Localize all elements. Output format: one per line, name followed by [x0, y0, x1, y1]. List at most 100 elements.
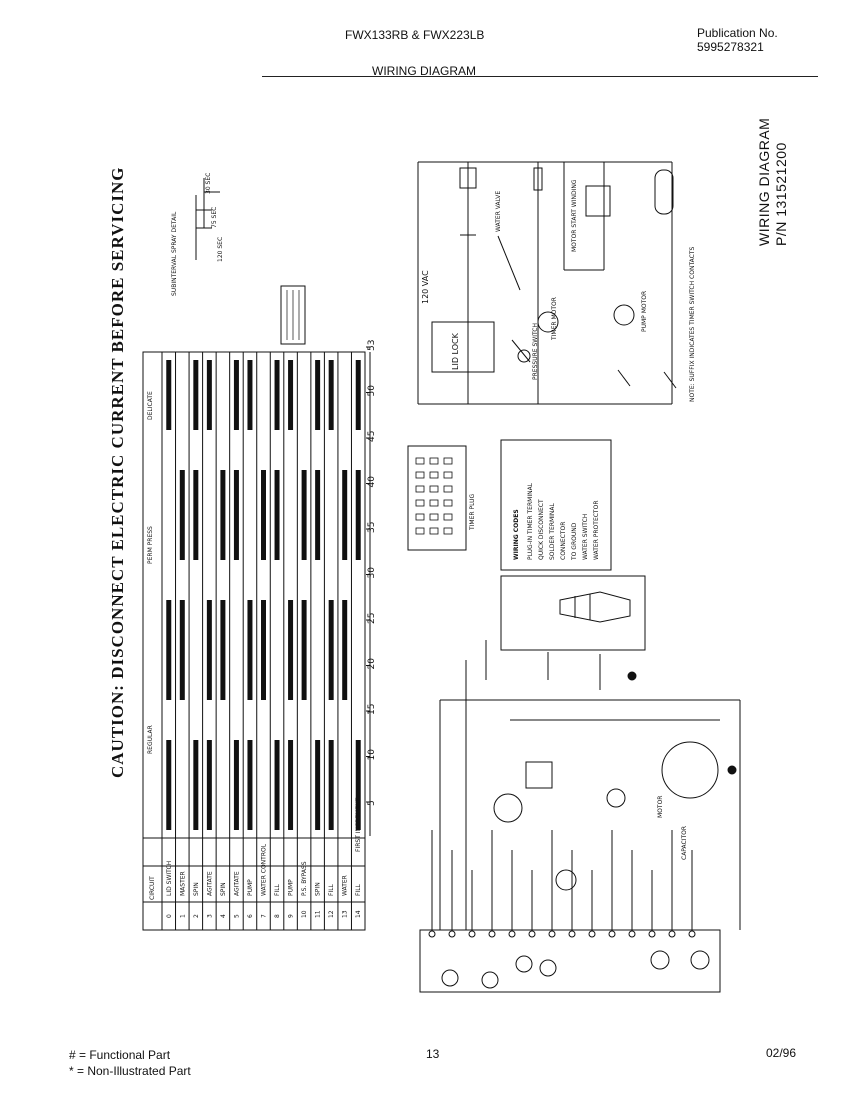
- increment-label: 25: [367, 613, 377, 624]
- first-increment: FIRST INCREMENT: [355, 797, 362, 852]
- increment-label: 30: [367, 567, 377, 579]
- plug-pin: [415, 457, 425, 465]
- chart-row-circuit: FILL: [274, 883, 281, 896]
- chart-phase-header: REGULAR: [147, 725, 154, 754]
- chart-row-number: 11: [315, 910, 322, 918]
- plug-pin: [443, 513, 453, 521]
- chart-row-number: 12: [328, 910, 335, 918]
- chart-row-number: 5: [233, 914, 240, 918]
- pump-motor-label: PUMP MOTOR: [641, 291, 648, 332]
- chart-row-circuit: LID SWITCH: [166, 861, 173, 896]
- connector-detail-box: [500, 575, 646, 651]
- timer-plug: [407, 445, 467, 551]
- terminal-post: [608, 930, 616, 938]
- terminal-post: [488, 930, 496, 938]
- plug-pin: [415, 499, 425, 507]
- socket-legend-box: [280, 285, 306, 345]
- chart-row-circuit: P.S. BYPASS: [301, 861, 308, 896]
- pictorial-wiring: [419, 640, 741, 993]
- connector-sketch: [559, 591, 631, 623]
- chart-row-circuit: PUMP: [247, 879, 254, 896]
- plug-pin: [429, 485, 439, 493]
- wiring-code-item: WATER PROTECTOR: [593, 501, 600, 561]
- chart-row-circuit: MASTER: [179, 871, 186, 896]
- header-rule: [262, 76, 818, 77]
- timer-motor-pictorial: [555, 869, 577, 891]
- wiring-code-item: PLUG-IN TIMER TERMINAL: [527, 482, 534, 560]
- increment-label: 5: [367, 800, 377, 806]
- terminal-post: [628, 930, 636, 938]
- chart-row-number: 4: [220, 914, 227, 918]
- terminal-post: [668, 930, 676, 938]
- plug-pin: [443, 485, 453, 493]
- chart-row-number: 7: [261, 914, 268, 918]
- drive-motor-pictorial: [661, 741, 719, 799]
- spray-time-label: 75 SEC: [211, 207, 218, 228]
- spray-detail: [195, 178, 220, 260]
- wiring-code-item: CONNECTOR: [560, 522, 567, 560]
- timer-motor-label: TIMER MOTOR: [551, 297, 558, 341]
- chart-row-number: 3: [206, 914, 213, 918]
- water-valve-pictorial: [525, 761, 553, 789]
- plug-pin: [415, 527, 425, 535]
- chart-row-number: 0: [166, 914, 173, 918]
- plug-pin: [443, 471, 453, 479]
- chart-row-circuit: PUMP: [288, 879, 295, 896]
- chart-row-circuit: AGITATE: [233, 871, 240, 896]
- plug-pin: [429, 513, 439, 521]
- legend-nonillustrated: * = Non-Illustrated Part: [69, 1064, 191, 1078]
- terminal-post: [428, 930, 436, 938]
- timer-plug-label: TIMER PLUG: [469, 493, 476, 531]
- wiring-code-item: QUICK DISCONNECT: [538, 499, 545, 560]
- terminal-post: [548, 930, 556, 938]
- spray-detail-title: SUBINTERVAL SPRAY DETAIL: [171, 211, 178, 296]
- chart-row-number: 10: [301, 910, 308, 918]
- water-valve-label: WATER VALVE: [495, 191, 502, 232]
- increment-label: 50: [367, 385, 377, 397]
- chart-row-circuit: WATER: [342, 875, 349, 896]
- date-code: 02/96: [766, 1046, 797, 1060]
- lid-lock-label: LID LOCK: [451, 332, 460, 370]
- chart-row-number: 9: [288, 914, 295, 918]
- wiring-code-item: TO GROUND: [571, 522, 578, 561]
- terminal-strip: [419, 929, 721, 993]
- increment-label: 45: [367, 431, 377, 442]
- chart-row-number: 13: [342, 910, 349, 918]
- pump-motor-symbol: [613, 304, 635, 326]
- terminal-post: [568, 930, 576, 938]
- terminal-post: [648, 930, 656, 938]
- chart-row-number: 14: [355, 910, 362, 918]
- ladder-schematic: [417, 161, 677, 405]
- supply-label: 120 VAC: [421, 270, 430, 304]
- motor-symbol: [654, 169, 674, 215]
- chart-row-circuit: FILL: [355, 883, 362, 896]
- plug-pin: [429, 457, 439, 465]
- terminal-post: [448, 930, 456, 938]
- timer-motor-symbol: [537, 311, 559, 333]
- chart-phase-header: DELICATE: [147, 391, 154, 420]
- wiring-code-item: SOLDER TERMINAL: [549, 502, 556, 560]
- lid-lock-box: [431, 321, 495, 373]
- page-number: 13: [426, 1047, 440, 1061]
- plug-pin: [443, 527, 453, 535]
- chart-row-number: 8: [274, 914, 281, 918]
- lid-lock-coil: [459, 167, 477, 189]
- plug-pin: [415, 471, 425, 479]
- chart-row-number: 1: [179, 914, 186, 918]
- chart-row-circuit: SPIN: [315, 882, 322, 896]
- model-numbers: FWX133RB & FWX223LB: [345, 28, 485, 42]
- switch-contacts: [497, 235, 531, 363]
- increment-label: 15: [367, 704, 377, 715]
- chart-phase-header: PERM PRESS: [147, 526, 154, 564]
- plug-pin: [443, 499, 453, 507]
- legend-functional: # = Functional Part: [69, 1048, 171, 1062]
- publication-label: Publication No.: [697, 26, 778, 40]
- plug-pin: [429, 499, 439, 507]
- terminal-post: [688, 930, 696, 938]
- increment-label: 53: [367, 340, 377, 351]
- motor-start-label: MOTOR START WINDING: [571, 179, 578, 252]
- plug-pin: [415, 485, 425, 493]
- terminal-post: [508, 930, 516, 938]
- plug-pin: [415, 513, 425, 521]
